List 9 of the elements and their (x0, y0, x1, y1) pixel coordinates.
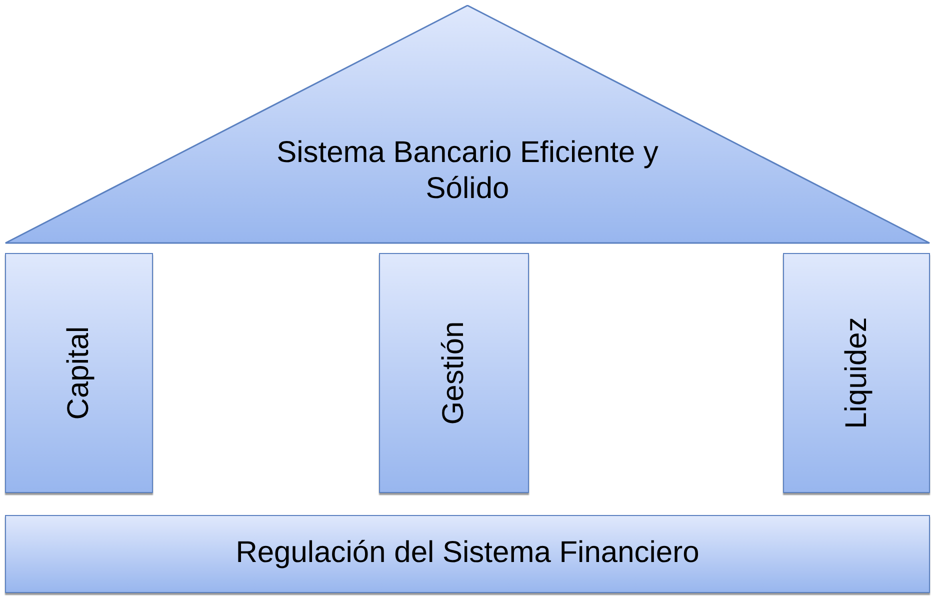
roof-title: Sistema Bancario Eficiente y Sólido (276, 135, 660, 207)
pillar-box (783, 253, 930, 493)
foundation-box (5, 515, 930, 593)
pillar-label: Liquidez (840, 317, 874, 429)
pillar-label: Gestión (437, 321, 471, 425)
foundation-label: Regulación del Sistema Financiero (234, 536, 700, 570)
pillar-box (5, 253, 153, 493)
pillar-label: Capital (62, 326, 96, 420)
pillar-box (379, 253, 529, 493)
